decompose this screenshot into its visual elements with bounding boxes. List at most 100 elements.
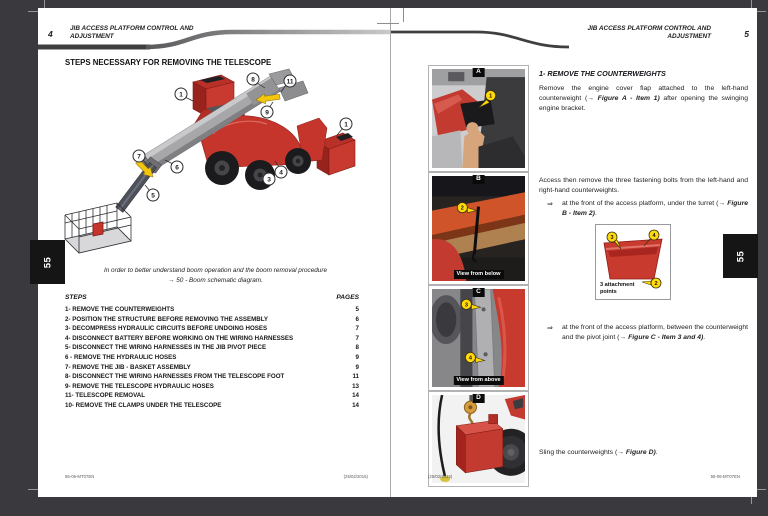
figure-c-reference: Figure C - Item 3 and 4) [628,333,704,341]
caption-line1: In order to better understand boom opera… [103,267,328,274]
svg-text:7: 7 [137,153,141,160]
callout-2-balloon: 2 [641,277,662,289]
callout-1-right-box: 1 [336,117,353,136]
header-title-right: JIB ACCESS PLATFORM CONTROL AND ADJUSTME… [587,25,711,41]
svg-text:5: 5 [151,192,155,199]
svg-text:3: 3 [267,176,271,183]
doc-date: (25/02/2015) [428,474,453,479]
header-swoosh [38,29,390,50]
svg-text:3: 3 [610,235,613,241]
page-number-right: 5 [744,29,749,39]
chapter-tab-right: 55 [723,234,758,278]
step-page: 9 [355,363,359,371]
svg-text:4: 4 [652,233,656,239]
paragraph-remove-flap: Remove the engine cover flap attached to… [539,84,748,115]
table-row: 4- DISCONNECT BATTERY BEFORE WORKING ON … [65,334,359,344]
callout-6: 6 [164,159,184,174]
crop-mark [403,8,404,22]
boom-exploded-diagram: 1 8 11 9 7 6 5 3 4 1 [64,68,356,254]
doc-date: (25/02/2015) [343,474,368,479]
step-page: 13 [352,382,359,390]
figure-b-photo: B 2 View from b [428,172,529,285]
callout-7: 7 [132,149,148,166]
step-label: 2- POSITION THE STRUCTURE BEFORE REMOVIN… [65,315,269,323]
crop-mark [751,490,752,504]
header-title-line1: JIB ACCESS PLATFORM CONTROL AND [70,25,194,32]
figure-b-image: 2 [432,176,525,281]
arrow-icon: ⇒ [547,199,554,208]
figure-a-image: 1 [432,69,525,168]
table-row: 8- DISCONNECT THE WIRING HARNESSES FROM … [65,372,359,382]
label-line: 3 attachment [600,282,635,289]
svg-text:1: 1 [179,91,183,98]
figure-d-label: D [472,394,485,403]
step-label: 10- REMOVE THE CLAMPS UNDER THE TELESCOP… [65,401,222,409]
left-page: 4 JIB ACCESS PLATFORM CONTROL AND ADJUST… [38,8,390,497]
attachment-points-inset: 3 4 2 3 attachment points [595,224,671,300]
callout-4-balloon: 4 [643,229,660,247]
attachment-points-label: 3 attachment points [599,282,636,296]
crop-mark [752,489,766,490]
step-label: 11- TELESCOPE REMOVAL [65,392,145,400]
text-segment: at the front of the access platform, bet… [562,324,748,341]
step-page: 14 [352,392,359,400]
step-label: 5- DISCONNECT THE WIRING HARNESSES IN TH… [65,344,267,352]
table-row: 3- DECOMPRESS HYDRAULIC CIRCUITS BEFORE … [65,324,359,334]
diagram-caption: In order to better understand boom opera… [58,266,373,285]
table-row: 9- REMOVE THE TELESCOPE HYDRAULIC HOSES 1… [65,382,359,392]
figure-c-caption: View from above [453,375,504,385]
text-segment: . [594,209,597,217]
svg-text:8: 8 [251,76,255,83]
steps-table-header: STEPS PAGES [65,294,359,305]
direction-arrow [255,93,281,105]
step-page: 5 [355,306,359,313]
figure-d-image [432,395,525,483]
chapter-tab-label: 55 [41,256,53,268]
page-number-left: 4 [48,29,53,39]
svg-text:1: 1 [344,121,348,128]
table-row: 2- POSITION THE STRUCTURE BEFORE REMOVIN… [65,315,359,325]
label-line: points [600,289,617,296]
text-segment: Sling the counterweights (→ [539,449,626,456]
counterweight-inset-image: 3 4 2 [603,229,663,289]
footer-right-page: (25/02/2015) 55-06-MT07EN [428,474,740,479]
table-row: 5- DISCONNECT THE WIRING HARNESSES IN TH… [65,343,359,353]
step-label: 4- DISCONNECT BATTERY BEFORE WORKING ON … [65,334,294,342]
svg-text:11: 11 [287,78,294,85]
bullet-under-turret: ⇒ at the front of the access platform, u… [539,199,748,219]
step-page: 7 [355,334,359,342]
header-title-left: JIB ACCESS PLATFORM CONTROL AND ADJUSTME… [70,25,194,41]
figure-c-label: C [472,288,485,297]
footer-left-page: 55-06-MT07EN (25/02/2015) [65,474,368,479]
steps-table: STEPS PAGES 1- REMOVE THE COUNTERWEIGHTS… [65,294,359,411]
telescope-boom [136,75,281,177]
callout-3-balloon: 3 [460,298,482,310]
arrow-icon: ⇒ [547,323,554,332]
text-segment: . [655,449,658,456]
svg-text:6: 6 [175,164,179,171]
figure-b-label: B [472,175,485,184]
step-label: 9- REMOVE THE TELESCOPE HYDRAULIC HOSES [65,382,214,390]
text-segment: Remove the engine cover flap attached to… [539,85,748,103]
bullet-between-counterweight: ⇒ at the front of the access platform, b… [539,323,748,343]
doc-code: 55-06-MT07EN [65,474,95,479]
text-segment: at the front of the access platform, und… [562,200,728,207]
callout-5: 5 [144,184,160,202]
caption-line2: → 50 - Boom schematic diagram. [168,276,263,284]
callout-8: 8 [246,72,266,89]
figure-b-caption: View from below [453,269,504,279]
step-page: 9 [355,353,359,361]
manual-spread: 4 JIB ACCESS PLATFORM CONTROL AND ADJUST… [38,8,757,497]
figure-b-reference: Figure B - Item 2) [562,200,748,217]
header-title-line2: ADJUSTMENT [70,33,114,40]
col-pages: PAGES [336,294,359,301]
header-swoosh [391,30,757,50]
text-segment: after opening the swinging engine bracke… [539,95,748,113]
header-title-line2: ADJUSTMENT [667,33,711,40]
text-segment: . [703,333,706,341]
svg-text:2: 2 [461,206,464,212]
svg-text:1: 1 [489,94,492,100]
